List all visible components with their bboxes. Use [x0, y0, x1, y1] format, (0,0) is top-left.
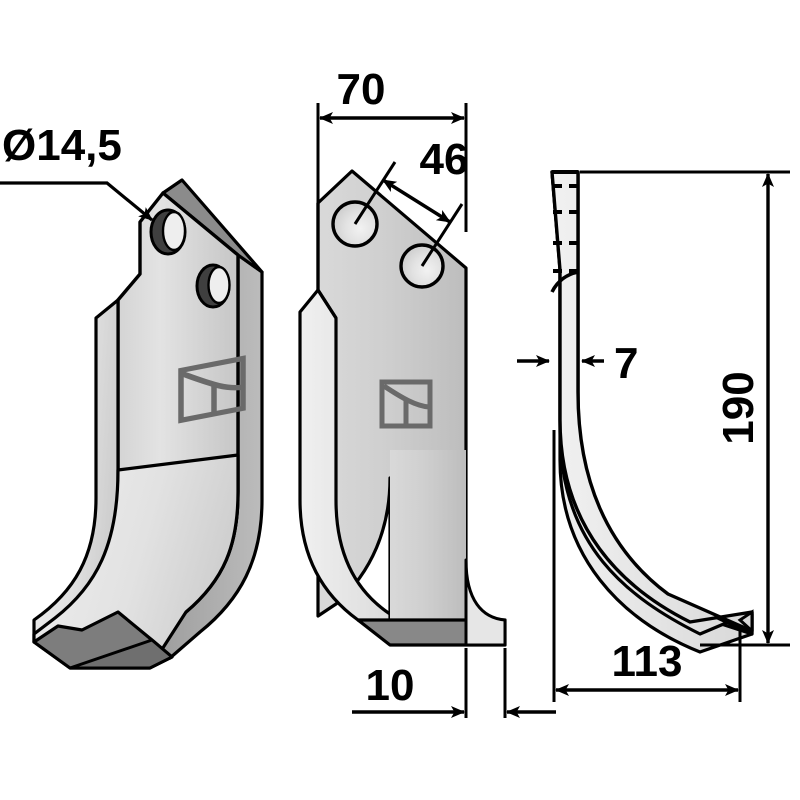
dimension-diameter-leader	[0, 181, 154, 222]
dimension-line-46	[382, 178, 451, 224]
side-tip-chamfer	[737, 609, 754, 635]
side-chamfer-curve	[550, 270, 579, 293]
dimension-190-extensions	[580, 170, 790, 647]
front-fold-line	[316, 203, 338, 319]
front-bottom-tail	[464, 558, 507, 647]
dimension-46-extensions	[353, 161, 464, 267]
manufacturer-logo-iso	[178, 355, 246, 424]
dimension-label-10: 10	[366, 661, 415, 710]
dimension-113-extensions	[552, 430, 742, 702]
front-lower-body	[390, 450, 466, 620]
dimension-label-70: 70	[337, 65, 386, 114]
dimension-label-46: 46	[420, 135, 469, 184]
side-view: 7 190 113	[517, 170, 790, 702]
front-view: 70 46 10	[298, 65, 556, 718]
manufacturer-logo-front	[379, 379, 433, 429]
dimension-label-113: 113	[612, 637, 683, 686]
iso-hole-upper	[149, 208, 187, 256]
dimension-10-extensions	[464, 648, 507, 718]
dimension-70-extensions	[316, 103, 468, 232]
iso-hole-lower	[195, 263, 231, 309]
dimension-label-190: 190	[714, 371, 763, 444]
iso-bottom-chamfer	[32, 610, 174, 670]
dimension-label-7: 7	[614, 339, 638, 388]
side-hidden-lines	[553, 184, 577, 273]
isometric-view: Ø14,5	[0, 121, 264, 670]
dimension-label-diameter: Ø14,5	[2, 121, 122, 170]
